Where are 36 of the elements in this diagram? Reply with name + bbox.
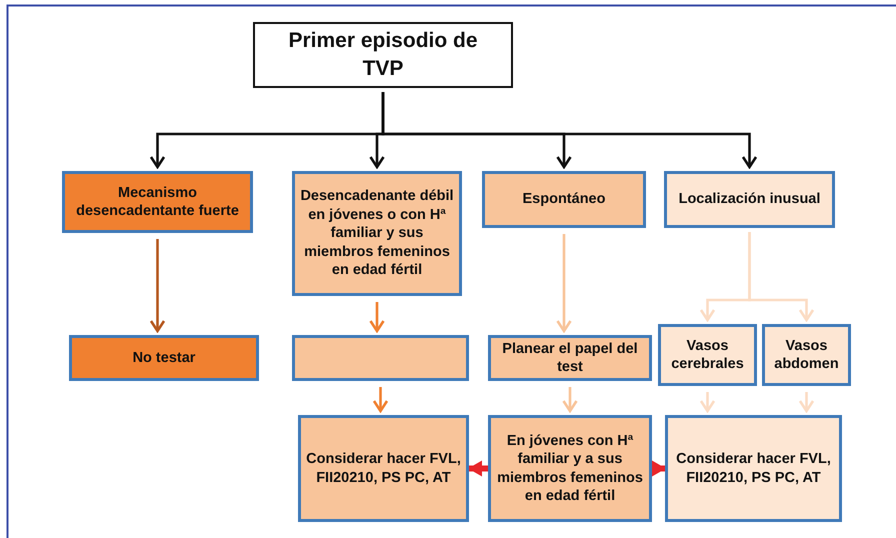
box-text: Vasos abdomen — [773, 336, 840, 374]
arrow — [562, 387, 578, 412]
box-text: No testar — [132, 348, 196, 368]
box-text: Mecanismo desencadentante fuerte — [75, 184, 240, 220]
arrow — [700, 392, 716, 412]
arrow — [652, 460, 666, 476]
arrow — [369, 302, 385, 332]
arrow — [150, 239, 166, 332]
arrow — [372, 387, 388, 412]
box-text: Considerar hacer FVL, FII20210, PS PC, AT — [305, 450, 462, 487]
arrow — [468, 460, 488, 476]
box-text: Desencadenante débil en jóvenes o con Hª familiar y sus miembros femeninos en edad fértil — [299, 187, 455, 280]
box-text: Localización inusual — [678, 190, 822, 209]
process-box — [253, 22, 513, 88]
process-box — [292, 171, 462, 296]
empty-box — [292, 335, 469, 381]
process-box — [62, 171, 253, 233]
process-box — [298, 415, 469, 522]
arrow — [748, 232, 814, 322]
process-box — [762, 324, 851, 386]
process-box — [658, 324, 757, 386]
title-text: Primer episodio de TVP — [287, 28, 479, 82]
process-box — [488, 415, 652, 522]
arrow — [798, 392, 814, 412]
process-box — [664, 171, 835, 228]
box-text: Considerar hacer FVL, FII20210, PS PC, AT — [675, 450, 832, 487]
box-text: En jóvenes con Hª familiar y a sus miembros femeninos en edad fértil — [496, 432, 644, 506]
process-box — [665, 415, 842, 522]
box-text: Vasos cerebrales — [670, 336, 745, 374]
process-box — [482, 171, 646, 228]
box-text: Espontáneo — [522, 190, 606, 209]
process-box — [488, 335, 652, 381]
arrow — [382, 92, 758, 168]
process-box — [69, 335, 259, 381]
arrow — [556, 234, 572, 332]
box-text: Planear el papel del test — [501, 340, 639, 376]
